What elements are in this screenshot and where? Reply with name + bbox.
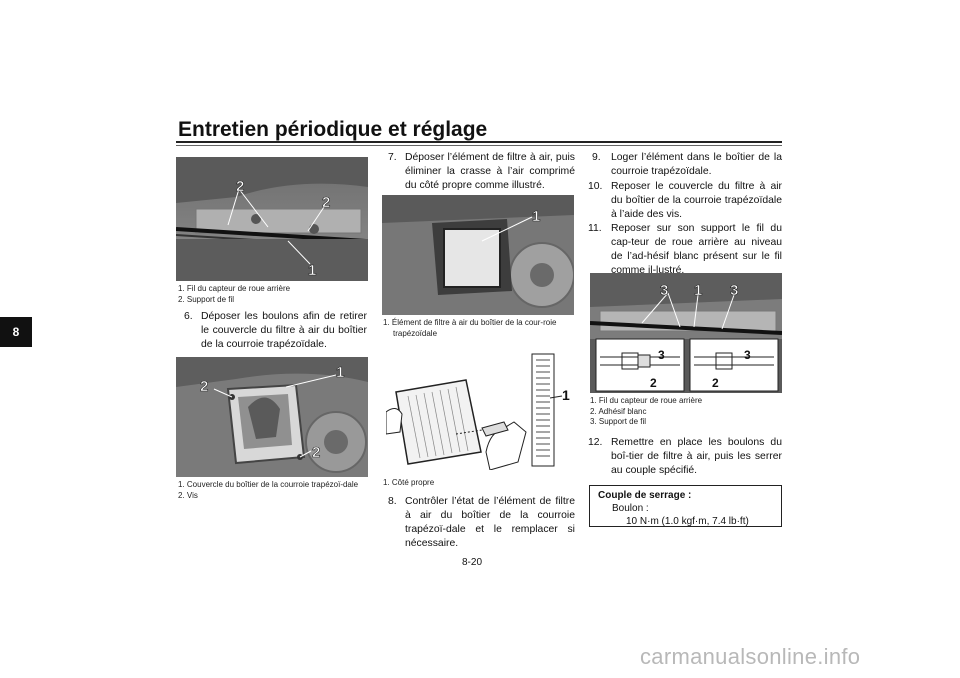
step-text: Contrôler l’état de l’élément de filtre … [405, 496, 575, 549]
caption-line: 1. Fil du capteur de roue arrière [178, 284, 291, 293]
figure-1-photo: 2 2 1 [176, 157, 368, 281]
figure-4-caption: 1. Côté propre [383, 478, 575, 489]
figure-3-photo: 1 [382, 195, 574, 315]
caption-line: 1. Couvercle du boîtier de la courroie t… [178, 480, 359, 489]
step-text: Déposer les boulons afin de retirer le c… [201, 311, 367, 350]
caption-line: 1. Côté propre [383, 478, 435, 487]
step-9: 9. Loger l’élément dans le boîtier de la… [592, 151, 782, 179]
figure-2-callout: 2 [200, 378, 208, 395]
step-number: 10. [588, 181, 603, 192]
step-12: 12. Remettre en place les boulons du boî… [588, 436, 782, 478]
step-number: 9. [592, 152, 601, 163]
step-10: 10. Reposer le couvercle du filtre à air… [588, 180, 782, 222]
figure-4-illustration: 1 [386, 352, 576, 470]
caption-line: 1. Fil du capteur de roue arrière [590, 396, 703, 405]
page-number: 8-20 [462, 557, 483, 568]
figure-5-photo: 3 1 3 3 2 3 2 [590, 273, 782, 393]
figure-1-callout: 1 [308, 262, 316, 279]
figure-5-caption: 1. Fil du capteur de roue arrière 2. Adh… [590, 396, 782, 428]
step-number: 11. [588, 223, 602, 234]
figure-2-caption: 1. Couvercle du boîtier de la courroie t… [178, 480, 368, 501]
step-text: Reposer sur son support le fil du cap-te… [611, 223, 782, 276]
title-rule [176, 141, 782, 143]
step-8: 8. Contrôler l’état de l’élément de filt… [388, 495, 575, 551]
figure-3-callout: 1 [532, 208, 540, 225]
title-rule-thin [176, 145, 782, 146]
caption-line: 1. Élément de filtre à air du boîtier de… [383, 318, 557, 338]
torque-item: Boulon : [612, 503, 649, 514]
chapter-tab: 8 [0, 317, 32, 347]
figure-3-caption: 1. Élément de filtre à air du boîtier de… [383, 318, 575, 339]
step-6: 6. Déposer les boulons afin de retirer l… [184, 310, 367, 352]
figure-5-callout: 3 [658, 348, 665, 362]
step-number: 8. [388, 496, 397, 507]
page-title: Entretien périodique et réglage [178, 118, 488, 141]
caption-line: 2. Vis [178, 490, 198, 500]
figure-1-callout: 2 [322, 194, 330, 211]
step-text: Remettre en place les boulons du boî-tie… [611, 437, 782, 476]
figure-5-callout: 3 [660, 282, 668, 299]
figure-1-callout: 2 [236, 178, 244, 195]
figure-5-callout: 1 [694, 282, 702, 299]
step-text: Déposer l’élément de filtre à air, puis … [405, 152, 575, 191]
caption-line: 3. Support de fil [590, 417, 647, 426]
torque-value: 10 N·m (1.0 kgf·m, 7.4 lb·ft) [626, 516, 749, 527]
figure-2-callout: 1 [336, 364, 344, 381]
step-number: 12. [588, 437, 603, 448]
step-number: 7. [388, 152, 397, 163]
caption-line: 2. Support de fil [178, 294, 235, 304]
step-text: Reposer le couvercle du filtre à air du … [611, 181, 782, 220]
figure-2-photo: 1 2 2 [176, 357, 368, 477]
figure-4-callout: 1 [562, 387, 570, 403]
figure-5-callout: 2 [712, 376, 719, 390]
step-7: 7. Déposer l’élément de filtre à air, pu… [388, 151, 575, 193]
figure-5-callout: 3 [744, 348, 751, 362]
figure-1-caption: 1. Fil du capteur de roue arrière 2. Sup… [178, 284, 368, 305]
torque-heading: Couple de serrage : [598, 490, 692, 501]
figure-5-callout: 3 [730, 282, 738, 299]
watermark: carmanualsonline.info [640, 644, 861, 669]
step-11: 11. Reposer sur son support le fil du ca… [588, 222, 782, 278]
caption-line: 2. Adhésif blanc [590, 406, 647, 416]
torque-spec-box: Couple de serrage : Boulon : 10 N·m (1.0… [589, 485, 782, 527]
figure-5-callout: 2 [650, 376, 657, 390]
step-number: 6. [184, 311, 193, 322]
step-text: Loger l’élément dans le boîtier de la co… [611, 152, 782, 177]
figure-2-callout: 2 [312, 444, 320, 461]
